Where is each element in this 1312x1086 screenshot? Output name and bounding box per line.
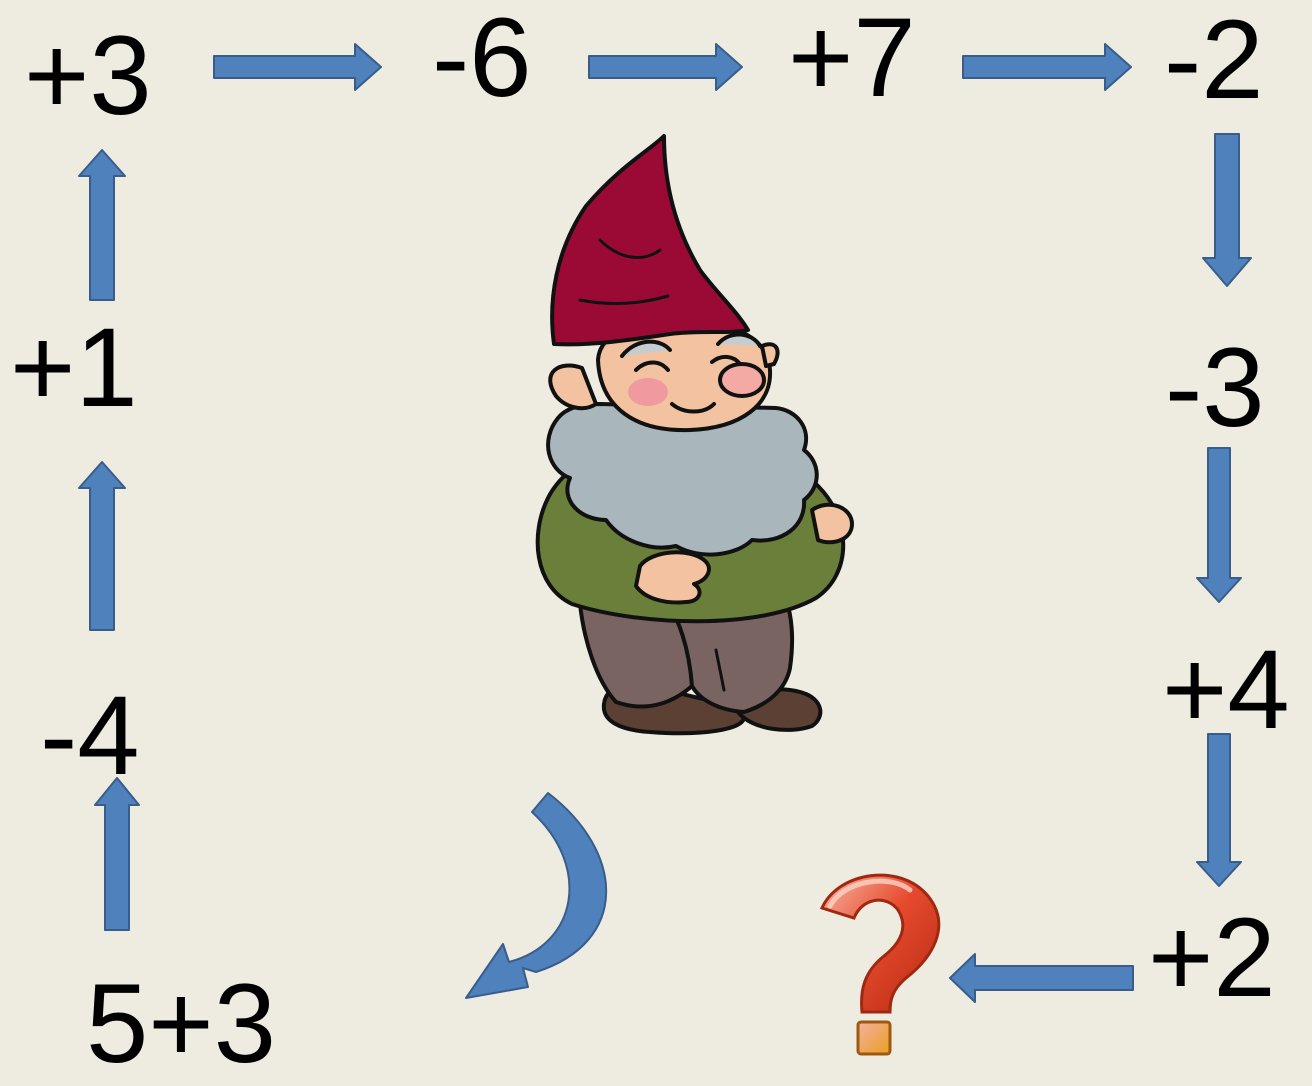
step-plus-7: +7	[788, 0, 916, 120]
arrow-up-icon	[78, 461, 126, 631]
step-minus-2: -2	[1164, 0, 1264, 122]
step-minus-4: -4	[40, 673, 140, 798]
arrow-left-icon	[949, 953, 1134, 1003]
arrow-right-icon	[962, 43, 1132, 91]
arrow-up-icon	[78, 149, 126, 301]
step-plus-2: +2	[1148, 895, 1276, 1020]
arrow-down-icon	[1196, 733, 1242, 887]
gnome-illustration	[535, 134, 854, 736]
arrow-down-icon	[1196, 447, 1242, 603]
arrow-up-icon	[94, 777, 140, 931]
step-plus-4: +4	[1162, 627, 1290, 752]
arrow-down-icon	[1202, 133, 1252, 287]
start-expression: 5+3	[86, 961, 276, 1086]
arrow-right-icon	[213, 43, 382, 91]
step-plus-3: +3	[24, 13, 152, 138]
curved-arrow-icon	[465, 792, 608, 999]
step-minus-3: -3	[1165, 325, 1265, 450]
question-mark-icon	[819, 873, 941, 1056]
step-plus-1: +1	[10, 305, 138, 430]
step-minus-6: -6	[432, 0, 532, 120]
arrow-right-icon	[588, 43, 743, 91]
